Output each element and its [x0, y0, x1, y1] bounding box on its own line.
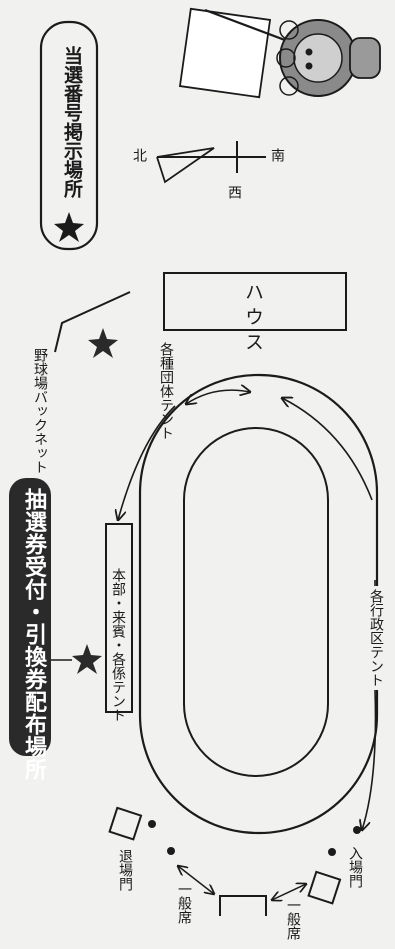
star-marker-backnet [88, 328, 118, 358]
gate-dot-right [328, 848, 336, 856]
mascot-eye-right [305, 62, 313, 70]
compass-west-label: 西 [226, 185, 242, 199]
group-tents-label: 各種団体テント [158, 342, 174, 440]
entry-gate-label: 入場門 [347, 846, 363, 888]
track-dot-right [353, 826, 361, 834]
legend-text: 当選番号掲示場所 [61, 46, 83, 198]
backnet-line [54, 291, 131, 353]
hq-tent-box [105, 523, 133, 713]
flag-cloth [178, 7, 272, 99]
exit-booth [108, 806, 143, 841]
house-box [163, 272, 347, 331]
mascot-icon [178, 7, 381, 99]
mascot-curl-1 [279, 20, 299, 40]
compass-needle [156, 147, 215, 184]
title-text: 抽選券受付・引換券配布場所 [21, 488, 46, 781]
gate-dot-left [167, 847, 175, 855]
track-outer [138, 373, 379, 835]
track-inner [183, 427, 329, 777]
mascot-curl-2 [276, 48, 296, 68]
title-banner [9, 478, 51, 756]
arrow-seat-left [178, 866, 214, 894]
arrow-top-right [282, 398, 373, 501]
admin-tents-label: 各行政区テント [368, 586, 384, 690]
compass-north-label: 北 [131, 148, 147, 162]
arrow-top-center [186, 390, 250, 404]
star-marker-title [72, 644, 102, 674]
mascot-eye-left [305, 48, 313, 56]
mascot-face [293, 33, 343, 83]
arrow-right-bottom [362, 689, 377, 830]
arrow-seat-right [272, 884, 306, 900]
seats-right-label: 一般席 [285, 898, 301, 940]
track-dot-left [148, 820, 156, 828]
mascot-body [349, 37, 381, 79]
entry-booth [307, 870, 342, 905]
mascot-curl-3 [279, 76, 299, 96]
legend-star-icon [54, 212, 84, 242]
arrow-top-left [118, 405, 176, 520]
hq-tent-label: 本部・来賓・各係テント [110, 568, 126, 722]
exit-gate-label: 退場門 [117, 849, 133, 891]
compass-south-label: 南 [269, 148, 285, 162]
backnet-label: 野球場バックネット [32, 348, 48, 474]
seating-stand [219, 895, 267, 916]
legend-box [39, 20, 99, 251]
seats-left-label: 一般席 [176, 882, 192, 924]
house-label: ハウス [242, 282, 264, 357]
